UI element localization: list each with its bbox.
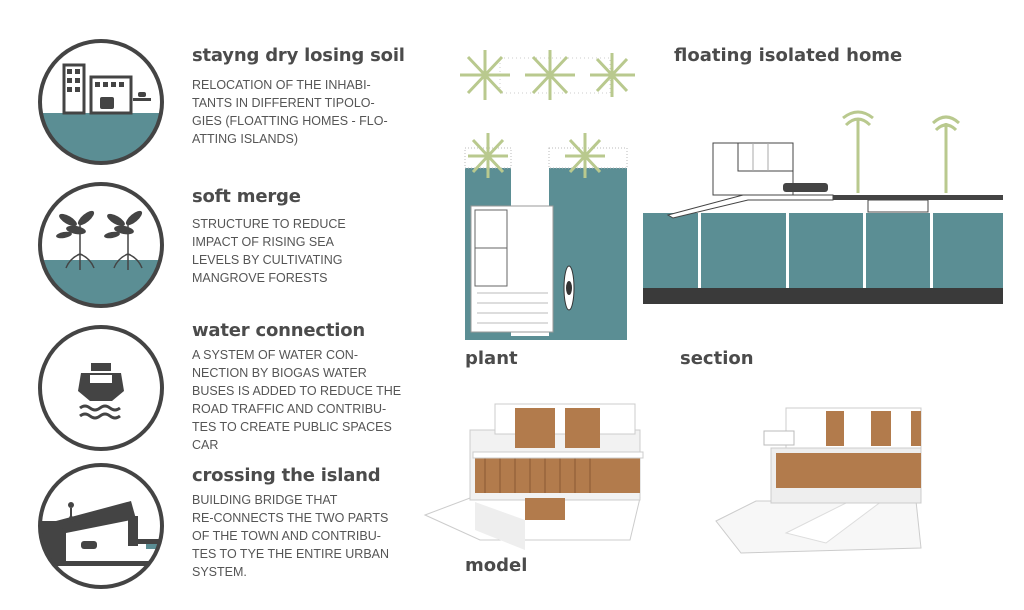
bridge-icon — [38, 463, 164, 589]
water-bus-icon — [38, 325, 164, 451]
section-title: floating isolated home — [674, 45, 903, 66]
strategy-title: stayng dry losing soil — [192, 45, 405, 66]
plant-drawing — [464, 133, 628, 340]
section-drawing — [643, 110, 1003, 304]
strategy-description: RELOCATION OF THE INHABI- TANTS IN DIFFE… — [192, 78, 388, 146]
strategy-title: crossing the island — [192, 465, 381, 486]
plant-label: plant — [465, 348, 518, 369]
palm-trees-plan-drawing — [460, 50, 635, 100]
strategy-title: soft merge — [192, 186, 301, 207]
model-label: model — [465, 555, 528, 576]
model-render-2 — [715, 407, 922, 554]
strategy-description: BUILDING BRIDGE THAT RE-CONNECTS THE TWO… — [192, 493, 390, 579]
strategy-description: A SYSTEM OF WATER CON- NECTION BY BIOGAS… — [192, 348, 402, 452]
strategy-title: water connection — [192, 320, 366, 341]
section-label: section — [680, 348, 754, 369]
mangrove-icon — [38, 182, 164, 308]
strategy-description: STRUCTURE TO REDUCE IMPACT OF RISING SEA… — [192, 217, 346, 285]
model-render-1 — [423, 403, 644, 550]
city-flood-icon — [38, 39, 164, 165]
